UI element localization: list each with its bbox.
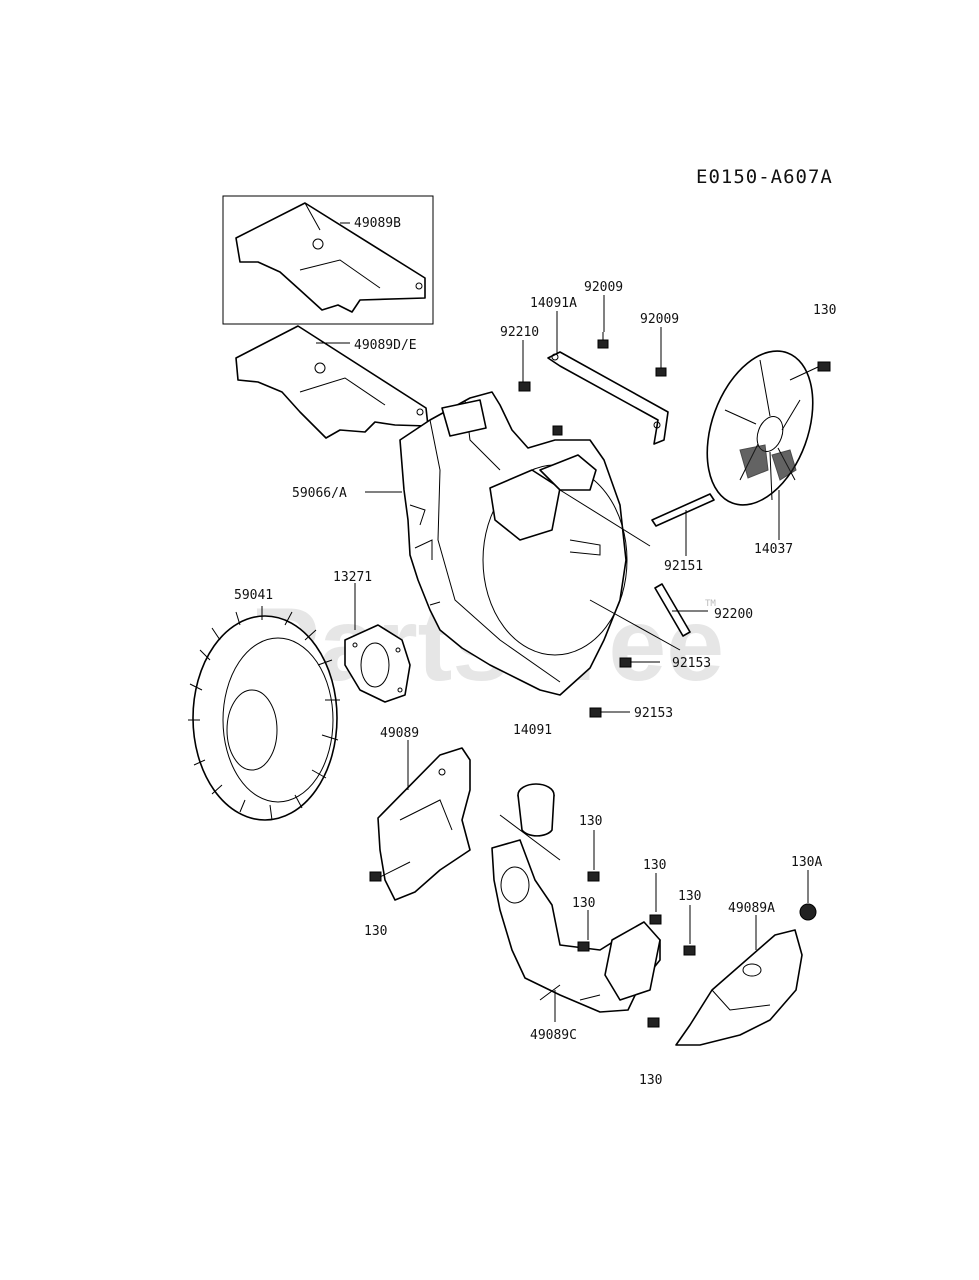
- collar[interactable]: [517, 783, 555, 837]
- label-59041: 59041: [234, 588, 273, 603]
- label-14037: 14037: [754, 542, 793, 557]
- label-14091: 14091: [513, 723, 552, 738]
- label-92153-b: 92153: [634, 706, 673, 721]
- label-130-bottom: 130: [639, 1073, 662, 1088]
- plate-13271[interactable]: [344, 624, 411, 703]
- diagram-code: E0150-A607A: [696, 166, 833, 188]
- label-14091A: 14091A: [530, 296, 577, 311]
- watermark-tm: TM: [705, 599, 716, 609]
- label-92009-a: 92009: [584, 280, 623, 295]
- label-130-left: 130: [364, 924, 387, 939]
- label-49089A: 49089A: [728, 901, 775, 916]
- label-130A: 130A: [791, 855, 822, 870]
- cover-49089A[interactable]: [675, 929, 803, 1046]
- fan-59041[interactable]: [188, 606, 340, 821]
- label-130-b: 130: [643, 858, 666, 873]
- leader-lines: [316, 222, 809, 1022]
- bolt-92009-b[interactable]: [655, 367, 667, 377]
- bolt-130-a[interactable]: [587, 871, 600, 882]
- rod-92151[interactable]: [651, 493, 715, 527]
- screen-14037[interactable]: [688, 336, 833, 519]
- label-92009-b: 92009: [640, 312, 679, 327]
- bolt-92153-a[interactable]: [619, 657, 632, 668]
- strap-92200[interactable]: [654, 583, 691, 637]
- bolt-130-b[interactable]: [649, 914, 662, 925]
- label-49089C: 49089C: [530, 1028, 577, 1043]
- label-92210: 92210: [500, 325, 539, 340]
- label-49089B: 49089B: [354, 216, 401, 231]
- bolt-130-bottom[interactable]: [647, 1017, 660, 1028]
- shield-plate-49089DE[interactable]: [235, 325, 429, 439]
- label-130-d: 130: [678, 889, 701, 904]
- bracket-14091A[interactable]: [547, 351, 669, 445]
- label-92151: 92151: [664, 559, 703, 574]
- blower-housing-59066A[interactable]: [399, 391, 628, 696]
- nut-130A[interactable]: [799, 903, 817, 921]
- label-49089DE: 49089D/E: [354, 338, 417, 353]
- label-130-a: 130: [579, 814, 602, 829]
- bolt-130-left[interactable]: [369, 871, 382, 882]
- bolt-130-c[interactable]: [577, 941, 590, 952]
- inset-box-49089B[interactable]: [222, 195, 434, 325]
- nut-small[interactable]: [552, 425, 563, 436]
- nut-92210[interactable]: [518, 381, 531, 392]
- bolt-92153-b[interactable]: [589, 707, 602, 718]
- label-92200: 92200: [714, 607, 753, 622]
- bolt-130-d[interactable]: [683, 945, 696, 956]
- label-92153-a: 92153: [672, 656, 711, 671]
- shroud-49089[interactable]: [377, 747, 471, 901]
- label-49089: 49089: [380, 726, 419, 741]
- bolt-92009-a[interactable]: [597, 332, 609, 349]
- label-13271: 13271: [333, 570, 372, 585]
- label-130-c: 130: [572, 896, 595, 911]
- label-130-top: 130: [813, 303, 836, 318]
- housing-49089C[interactable]: [491, 839, 661, 1013]
- label-59066A: 59066/A: [292, 486, 347, 501]
- bolt-130-top[interactable]: [789, 361, 831, 381]
